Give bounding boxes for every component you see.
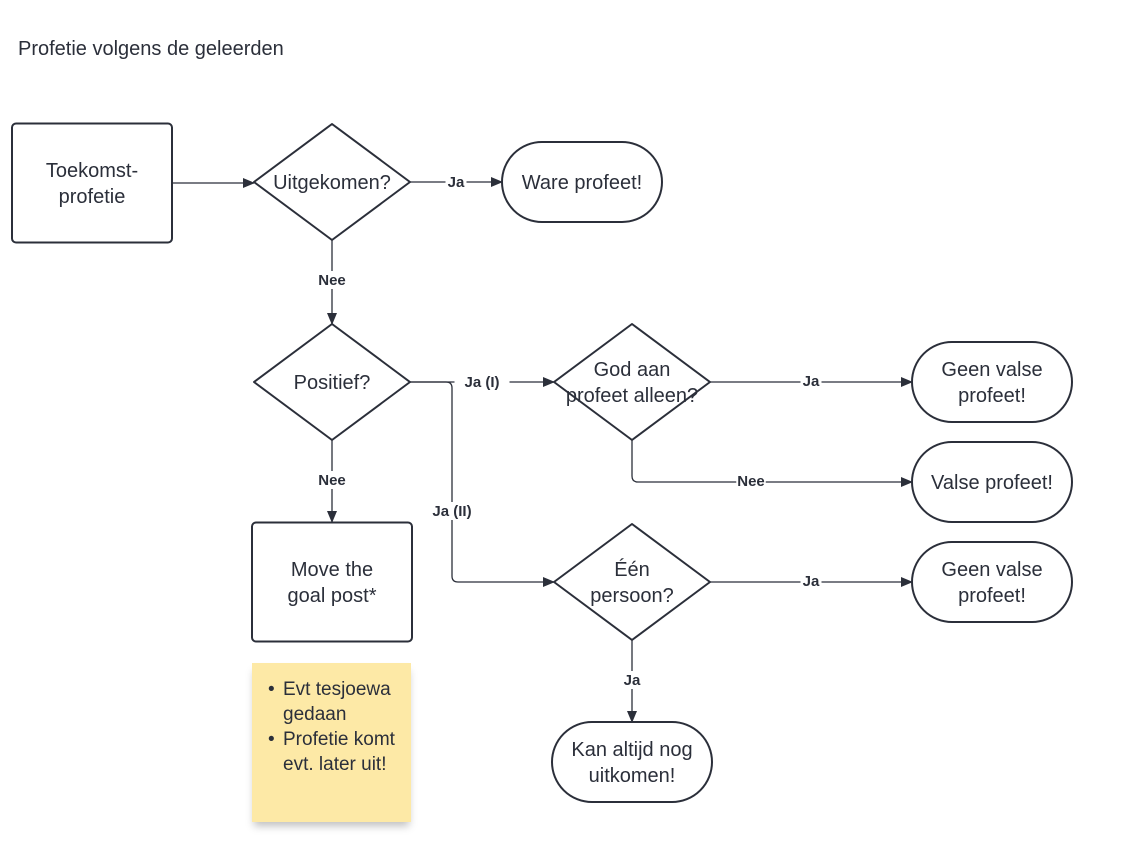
edge-label-background [736,472,766,490]
edge-label-background [317,271,347,289]
decision-diamond [253,123,411,241]
sticky-note-item: Profetie komt evt. later uit! [266,727,405,777]
terminal-shape [911,441,1073,523]
node-ware-profeet: Ware profeet! [501,141,663,223]
node-positief: Positief? [253,323,411,441]
edge-label: Nee [318,272,346,289]
node-label: Ware profeet! [522,172,642,194]
node-label: goal post* [288,585,377,607]
edge-label: Ja [448,174,465,191]
decision-diamond [553,323,711,441]
edge-label: Nee [318,472,346,489]
process-box [251,521,413,643]
edge-god-aan-profeet-to-geen-valse-1: Ja [710,372,913,390]
node-label: Positief? [294,372,371,394]
edge-line [410,381,555,587]
edge-label: Ja [803,373,820,390]
node-geen-valse-2: Geen valse profeet! [911,541,1073,623]
edge-line [631,440,913,487]
sticky-note-item: Evt tesjoewa gedaan [266,677,405,727]
terminal-shape [501,141,663,223]
edge-god-aan-profeet-to-valse-profeet: Nee [631,440,913,490]
edge-label-background [420,502,484,520]
node-label: Toekomst- [46,160,138,182]
edge-een-persoon-to-kan-altijd: Ja [621,640,643,723]
decision-diamond [253,323,411,441]
edge-label-background [454,373,510,391]
edge-label: Nee [737,473,765,490]
node-label: profeet alleen? [566,385,698,407]
node-god-aan-profeet: God aan profeet alleen? [553,323,711,441]
node-label: God aan [594,359,671,381]
node-label: uitkomen! [589,765,676,787]
decision-diamond [553,523,711,641]
node-valse-profeet: Valse profeet! [911,441,1073,523]
edge-positief-to-move-goal-post: Nee [317,440,347,523]
node-label: profeet! [958,585,1026,607]
edge-positief-to-een-persoon: Ja (II) [410,381,555,587]
edge-label-background [317,471,347,489]
node-een-persoon: Één persoon? [553,523,711,641]
node-label: Geen valse [941,359,1042,381]
node-toekomst: Toekomst-profetie [11,122,173,244]
node-label: profetie [59,186,126,208]
edge-positief-to-god-aan-profeet: Ja (I) [410,373,555,391]
terminal-shape [551,721,713,803]
edge-label: Ja (II) [432,503,471,520]
node-label: Één [614,558,650,581]
nodes-layer: Toekomst-profetie Uitgekomen? Ware profeet… [11,122,1073,803]
edge-label-background [800,372,822,390]
terminal-shape [911,341,1073,423]
node-label: Move the [291,559,373,581]
process-box [11,122,173,244]
diagram-title: Profetie volgens de geleerden [18,38,284,60]
node-label: persoon? [590,585,673,607]
node-label: Uitgekomen? [273,172,391,194]
edge-label: Ja [624,672,641,689]
sticky-note: Evt tesjoewa gedaan Profetie komt evt. l… [252,663,411,822]
node-label: Valse profeet! [931,472,1053,494]
edge-label: Ja (I) [464,374,499,391]
node-uitgekomen: Uitgekomen? [253,123,411,241]
node-label: profeet! [958,385,1026,407]
edge-label: Ja [803,573,820,590]
node-move-goal-post: Move the goal post* [251,521,413,643]
edge-label-background [445,173,467,191]
edge-uitgekomen-to-ware-profeet: Ja [410,173,503,191]
edge-een-persoon-to-geen-valse-2: Ja [710,572,913,590]
node-geen-valse-1: Geen valse profeet! [911,341,1073,423]
node-kan-altijd: Kan altijd nog uitkomen! [551,721,713,803]
edge-uitgekomen-to-positief: Nee [317,240,347,325]
terminal-shape [911,541,1073,623]
node-label: Geen valse [941,559,1042,581]
edge-label-background [800,572,822,590]
sticky-note-list: Evt tesjoewa gedaan Profetie komt evt. l… [266,677,405,777]
node-label: Kan altijd nog [571,739,692,761]
edge-label-background [621,671,643,689]
